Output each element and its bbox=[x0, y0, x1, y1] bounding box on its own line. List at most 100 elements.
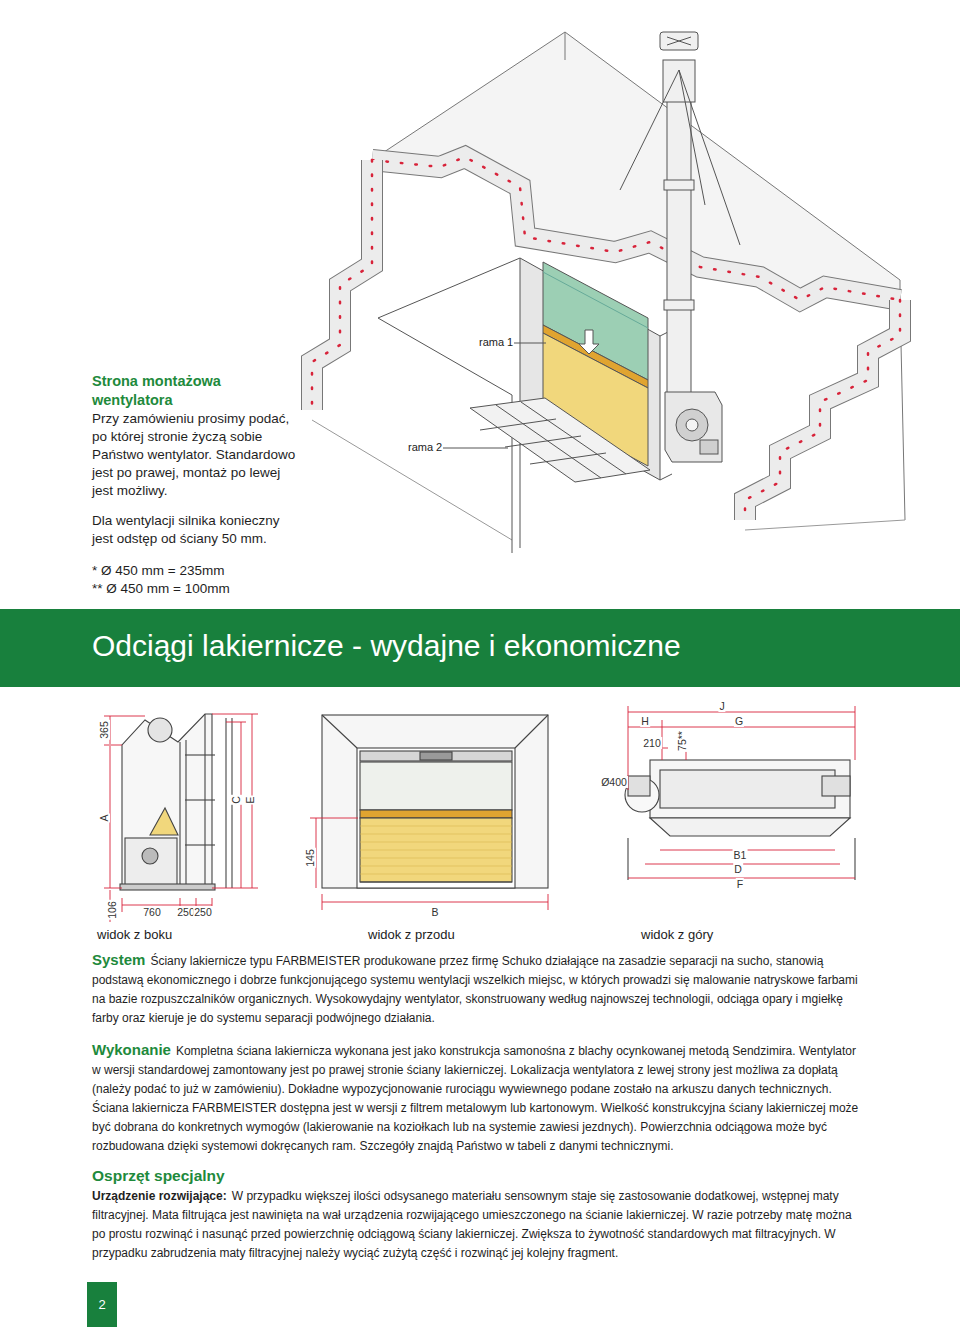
top-view bbox=[822, 776, 850, 796]
note-text: Dla wentylacji silnika konieczny jest od… bbox=[92, 513, 280, 546]
dimension-line bbox=[660, 850, 835, 851]
exhaust-chimney bbox=[667, 100, 691, 395]
top-view bbox=[628, 776, 650, 796]
dimension: J bbox=[718, 700, 725, 712]
front-view bbox=[357, 748, 515, 888]
dimension: B1 bbox=[733, 849, 748, 861]
side-view bbox=[150, 808, 178, 835]
body-text: Ściany lakiernicze typu FARBMEISTER prod… bbox=[92, 954, 858, 1025]
side-view bbox=[225, 718, 226, 888]
text-column: Strona montażowa wentylatoraPrzy zamówie… bbox=[92, 372, 297, 598]
side-view bbox=[204, 714, 205, 888]
dimension: 365 bbox=[98, 720, 110, 740]
dimension-line bbox=[212, 714, 258, 715]
room-walls bbox=[565, 32, 566, 60]
floor-grate bbox=[521, 402, 626, 474]
section-heading: Osprzęt specjalny bbox=[92, 1167, 225, 1184]
filter-mesh bbox=[360, 858, 512, 859]
paragraph: SystemŚciany lakiernicze typu FARBMEISTE… bbox=[92, 950, 867, 1028]
exhaust-chimney bbox=[620, 32, 740, 395]
part-label: rama 1 bbox=[478, 336, 514, 349]
spray-booth bbox=[579, 330, 599, 354]
side-view bbox=[125, 838, 177, 888]
dimension-line bbox=[548, 894, 549, 910]
dimension: 75** bbox=[676, 730, 688, 752]
side-view bbox=[185, 740, 186, 888]
dimension-line bbox=[104, 714, 258, 922]
top-view bbox=[650, 818, 850, 836]
filter-mesh bbox=[360, 826, 512, 827]
dimension: 760 bbox=[142, 906, 162, 918]
dimension-line bbox=[662, 727, 855, 728]
dimension-line bbox=[212, 888, 258, 889]
dimension-line bbox=[628, 712, 855, 713]
dimension: Ø400 bbox=[600, 776, 628, 788]
exhaust-chimney bbox=[664, 300, 694, 310]
page-number-box: 2 bbox=[87, 1282, 117, 1327]
floor-grate bbox=[470, 398, 650, 482]
floor-lines bbox=[312, 420, 512, 540]
view-caption: widok z góry bbox=[640, 928, 714, 943]
dimension: C bbox=[230, 795, 242, 805]
exhaust-chimney bbox=[620, 70, 679, 190]
fan-unit bbox=[665, 392, 722, 462]
side-view bbox=[120, 714, 232, 890]
filter-mesh bbox=[360, 826, 512, 874]
wall-section bbox=[312, 160, 372, 410]
filter-mesh bbox=[360, 866, 512, 867]
note-heading: Strona montażowa wentylatora bbox=[92, 373, 221, 408]
filter-mesh bbox=[360, 834, 512, 835]
spray-booth bbox=[378, 258, 520, 318]
spray-booth bbox=[378, 318, 512, 395]
footnote: * Ø 450 mm = 235mm bbox=[92, 563, 224, 578]
front-view bbox=[515, 715, 548, 748]
paragraph: Dla wentylacji silnika konieczny jest od… bbox=[92, 512, 297, 548]
wall-section bbox=[312, 157, 900, 520]
exhaust-chimney bbox=[667, 37, 691, 45]
floor-grate bbox=[505, 436, 581, 447]
front-view bbox=[322, 715, 548, 888]
fan-unit bbox=[686, 419, 698, 431]
top-view bbox=[660, 770, 835, 808]
paragraph-heading: Wykonanie bbox=[92, 1041, 171, 1058]
dimension-line bbox=[855, 706, 856, 760]
dimension-line bbox=[322, 894, 323, 910]
exhaust-chimney bbox=[679, 70, 740, 245]
paragraph-heading: System bbox=[92, 951, 145, 968]
leader-line bbox=[512, 343, 546, 344]
view-caption: widok z boku bbox=[96, 928, 173, 943]
dimension: 250 bbox=[193, 906, 213, 918]
side-view bbox=[122, 714, 212, 888]
dimension-line bbox=[104, 745, 122, 746]
wall-section bbox=[745, 300, 900, 520]
paragraph: * Ø 450 mm = 235mm bbox=[92, 562, 297, 580]
dimension: H bbox=[640, 715, 650, 727]
spray-booth bbox=[543, 272, 648, 328]
title-band bbox=[0, 609, 960, 687]
fan-unit bbox=[700, 440, 718, 454]
dimension-line bbox=[310, 818, 548, 910]
floor-lines bbox=[745, 520, 905, 530]
dimension: F bbox=[736, 878, 744, 890]
front-view bbox=[322, 715, 357, 748]
paragraph: Osprzęt specjalny bbox=[92, 1166, 867, 1187]
dimension: 210 bbox=[642, 737, 662, 749]
floor-grate bbox=[496, 405, 601, 478]
dimension: 106 bbox=[106, 900, 118, 920]
spray-booth bbox=[378, 258, 672, 553]
wall-section bbox=[372, 157, 900, 300]
front-view bbox=[360, 762, 512, 810]
dimension: E bbox=[244, 795, 256, 804]
room-walls bbox=[372, 32, 905, 520]
paragraph: Urządzenie rozwijające:W przypadku więks… bbox=[92, 1187, 867, 1263]
wall-section bbox=[372, 157, 900, 300]
side-view bbox=[142, 848, 158, 864]
dimension-line bbox=[104, 888, 122, 889]
dimension: G bbox=[734, 715, 744, 727]
front-view bbox=[360, 810, 512, 818]
filter-mesh bbox=[360, 842, 512, 843]
dimension: A bbox=[98, 813, 110, 822]
side-view bbox=[185, 844, 215, 845]
front-view bbox=[420, 752, 452, 760]
